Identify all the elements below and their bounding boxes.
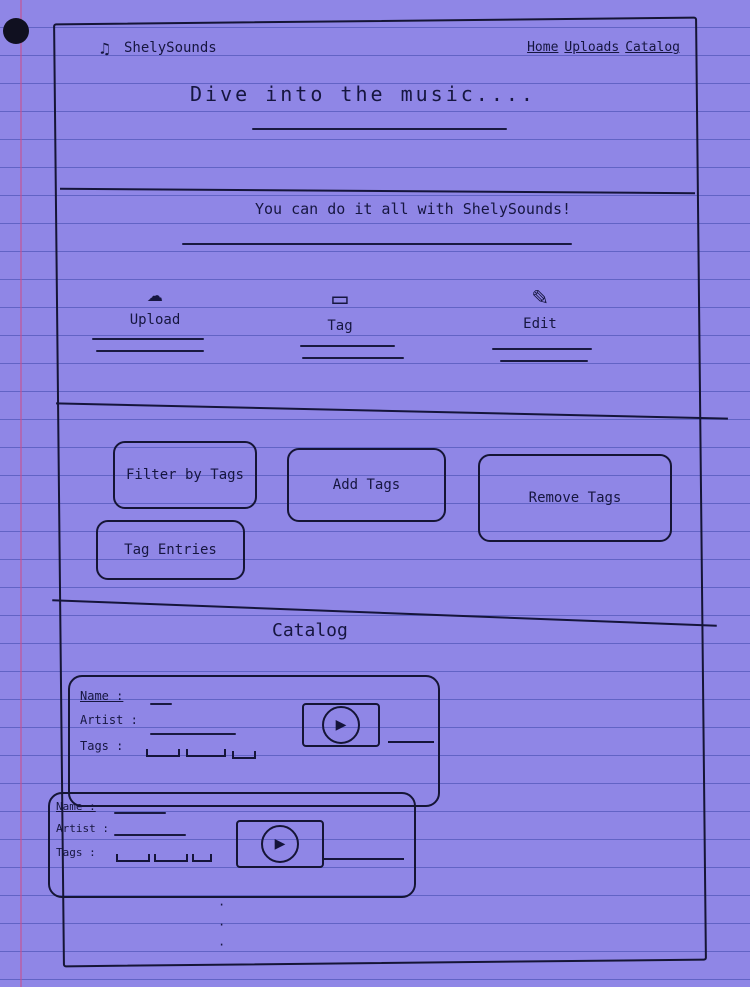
feature-edit[interactable]: ✎ Edit: [500, 282, 580, 332]
feature-edit-desc: [492, 348, 592, 350]
nav-link-uploads[interactable]: Uploads: [564, 40, 620, 55]
entry-name-label: Name :: [80, 689, 124, 703]
feature-tag-label: Tag: [327, 318, 353, 334]
tag-entries-button[interactable]: Tag Entries: [96, 520, 245, 580]
brand-name: ShelySounds: [124, 40, 217, 56]
feature-tag-desc: [302, 357, 404, 359]
nav-link-catalog[interactable]: Catalog: [625, 40, 680, 55]
feature-edit-desc: [500, 360, 588, 362]
nav-links: Home Uploads Catalog: [527, 40, 680, 55]
catalog-title: Catalog: [272, 620, 348, 641]
entry-artist-field: Artist :: [80, 713, 138, 727]
seek-bar[interactable]: [324, 858, 404, 860]
tag-chip[interactable]: [154, 854, 188, 862]
entry-tags-label: Tags :: [80, 739, 124, 753]
catalog-entry-card[interactable]: Name : Artist : Tags : ▶: [48, 792, 416, 898]
tag-chip[interactable]: [232, 751, 256, 759]
add-tags-button[interactable]: Add Tags: [287, 448, 446, 522]
entry-tags-field: Tags :: [80, 739, 123, 753]
nav-link-home[interactable]: Home: [527, 40, 559, 55]
entry-artist-value: [150, 733, 236, 735]
cloud-upload-icon: ☁: [147, 278, 163, 308]
feature-upload-desc: [96, 350, 204, 352]
remove-tags-button[interactable]: Remove Tags: [478, 454, 672, 542]
navbar: ♫ ShelySounds Home Uploads Catalog: [100, 38, 680, 62]
tag-chip[interactable]: [146, 749, 180, 757]
edit-icon: ✎: [532, 282, 548, 312]
entry-tags-label: Tags :: [56, 846, 96, 859]
entry-artist-value: [114, 834, 186, 836]
catalog-entry-card[interactable]: Name : Artist : Tags : ▶: [68, 675, 440, 807]
entry-artist-label: Artist :: [56, 822, 109, 835]
media-player: ▶: [236, 820, 324, 868]
tag-chip[interactable]: [186, 749, 226, 757]
entry-artist-field: Artist :: [56, 822, 109, 835]
entry-name-field: Name :: [80, 689, 123, 703]
paper-margin-line: [20, 0, 22, 987]
seek-bar[interactable]: [388, 741, 434, 743]
hero-title: Dive into the music....: [190, 82, 536, 106]
feature-edit-label: Edit: [523, 316, 557, 332]
media-player: ▶: [302, 703, 380, 747]
tag-chip[interactable]: [116, 854, 150, 862]
feature-upload-label: Upload: [129, 312, 181, 328]
feature-upload[interactable]: ☁ Upload: [110, 278, 200, 328]
hero-text-scribble: [252, 128, 507, 130]
entry-name-label: Name :: [56, 800, 96, 813]
entry-name-value: [150, 703, 172, 705]
more-entries-ellipsis: ···: [218, 898, 226, 952]
tag-chip[interactable]: [192, 854, 212, 862]
tag-icon: ▭: [332, 284, 348, 314]
feature-tag-desc: [300, 345, 395, 347]
entry-name-field: Name :: [56, 800, 96, 813]
tagline: You can do it all with ShelySounds!: [255, 200, 572, 218]
play-icon[interactable]: ▶: [322, 706, 360, 744]
music-note-icon: ♫: [100, 39, 110, 58]
tagline-scribble: [182, 243, 572, 245]
play-icon[interactable]: ▶: [261, 825, 299, 863]
feature-tag[interactable]: ▭ Tag: [300, 284, 380, 334]
entry-artist-label: Artist :: [80, 713, 138, 727]
feature-upload-desc: [92, 338, 204, 340]
binder-hole: [3, 18, 29, 44]
filter-by-tags-button[interactable]: Filter by Tags: [113, 441, 257, 509]
entry-tags-field: Tags :: [56, 846, 96, 859]
entry-name-value: [114, 812, 166, 814]
